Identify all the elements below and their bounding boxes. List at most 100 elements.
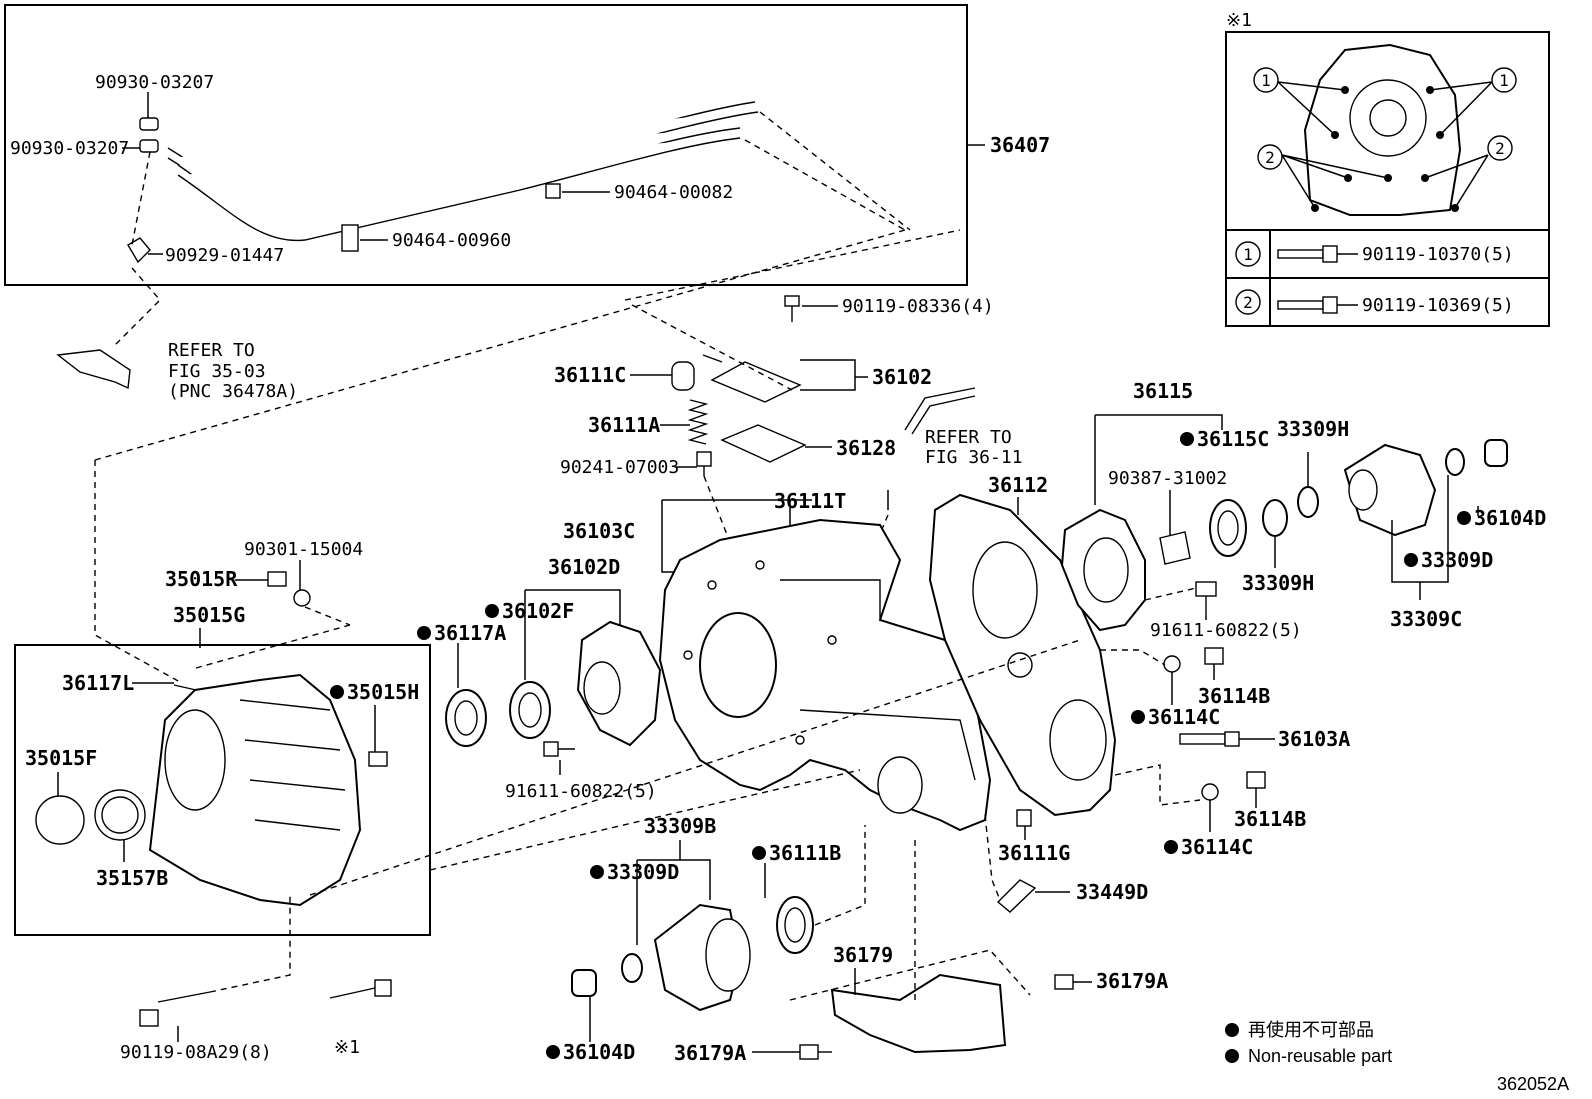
nonreusable-dot-36111B (752, 846, 766, 860)
svg-text:2: 2 (1265, 148, 1275, 167)
bolt-detail-inset (1225, 31, 1550, 327)
nonreusable-dot-33309D-right (1404, 553, 1418, 567)
figure-id: 362052A (1497, 1074, 1569, 1094)
label-36111B: 36111B (769, 841, 841, 865)
front-case-housing (35, 673, 388, 907)
nonreusable-dot-36104D-bottom (546, 1045, 560, 1059)
label-36114B-bottom: 36114B (1234, 807, 1306, 831)
label-36102: 36102 (872, 365, 932, 389)
inset-row2-index: 2 (1235, 289, 1261, 315)
label-36407: 36407 (990, 133, 1050, 157)
case-subassembly-box (14, 644, 431, 936)
bracket-ref-icon (56, 349, 131, 390)
label-90119-08A29: 90119-08A29(8) (120, 1042, 272, 1063)
label-36114C-bottom: 36114C (1181, 835, 1253, 859)
label-36115: 36115 (1133, 379, 1193, 403)
inset-callout-1-right: 1 (1491, 67, 1517, 93)
label-36103C: 36103C (563, 519, 635, 543)
inset-row2-part: 90119-10369(5) (1362, 295, 1514, 316)
label-36128: 36128 (836, 436, 896, 460)
nonreusable-dot-36117A (417, 626, 431, 640)
tube-assembly-box (4, 4, 968, 286)
nonreusable-dot-36114C-bottom (1164, 840, 1178, 854)
nonreusable-dot-36114C-top (1131, 710, 1145, 724)
label-36115C: 36115C (1197, 427, 1269, 451)
label-36111A: 36111A (588, 413, 660, 437)
inset-note-mark: ※1 (1226, 10, 1252, 31)
label-90119-08336: 90119-08336(4) (842, 296, 994, 317)
nonreusable-dot-36104D-right (1457, 511, 1471, 525)
cover-parts (671, 295, 807, 476)
label-33309C: 33309C (1390, 607, 1462, 631)
label-refer-35-03-line2: FIG 35-03 (168, 361, 266, 382)
label-refer-35-03-line3: (PNC 36478A) (168, 381, 298, 402)
label-33309H-top: 33309H (1277, 417, 1349, 441)
label-36104D-bottom: 36104D (563, 1040, 635, 1064)
label-refer-35-03-line1: REFER TO (168, 340, 255, 361)
label-33309B: 33309B (644, 814, 716, 838)
label-33309D-right: 33309D (1421, 548, 1493, 572)
label-36114C-top: 36114C (1148, 705, 1220, 729)
label-35015G: 35015G (173, 603, 245, 627)
label-36114B-top: 36114B (1198, 684, 1270, 708)
label-33309D-bottom: 33309D (607, 860, 679, 884)
label-36102D: 36102D (548, 555, 620, 579)
svg-text:1: 1 (1243, 245, 1253, 264)
label-36117L: 36117L (62, 671, 134, 695)
label-33449D: 33449D (1076, 880, 1148, 904)
svg-text:1: 1 (1499, 71, 1509, 90)
label-note-1-bottom: ※1 (334, 1037, 360, 1058)
label-91611-60822-right: 91611-60822(5) (1150, 620, 1302, 641)
label-36104D-right: 36104D (1474, 506, 1546, 530)
lower-parts (139, 896, 1074, 1060)
legend-text-jp: 再使用不可部品 (1248, 1020, 1374, 1040)
label-90930-03207-a: 90930-03207 (95, 72, 214, 93)
label-90930-03207-b: 90930-03207 (10, 138, 129, 159)
label-refer-36-11-line1: REFER TO (925, 427, 1012, 448)
nonreusable-dot-36115C (1180, 432, 1194, 446)
nonreusable-dot-35015H (330, 685, 344, 699)
legend-text-en: Non-reusable part (1248, 1046, 1392, 1066)
front-case-parts (267, 571, 662, 757)
legend-dot-en (1225, 1049, 1239, 1063)
label-33309H-bottom: 33309H (1242, 571, 1314, 595)
label-36112: 36112 (988, 473, 1048, 497)
inset-callout-2-right: 2 (1487, 135, 1513, 161)
label-36179: 36179 (833, 943, 893, 967)
label-36179A-bottom: 36179A (674, 1041, 746, 1065)
svg-text:2: 2 (1243, 293, 1253, 312)
output-housing (996, 439, 1508, 913)
inset-callout-1-left: 1 (1253, 67, 1279, 93)
nonreusable-dot-33309D-bottom (590, 865, 604, 879)
label-refer-36-11-line2: FIG 36-11 (925, 447, 1023, 468)
label-36103A: 36103A (1278, 727, 1350, 751)
label-35015F: 35015F (25, 746, 97, 770)
label-90929-01447: 90929-01447 (165, 245, 284, 266)
label-36111G: 36111G (998, 841, 1070, 865)
nonreusable-dot-36102F (485, 604, 499, 618)
svg-text:1: 1 (1261, 71, 1271, 90)
label-90464-00960: 90464-00960 (392, 230, 511, 251)
label-35015R: 35015R (165, 567, 238, 591)
label-35015H: 35015H (347, 680, 419, 704)
label-36111C: 36111C (554, 363, 626, 387)
label-36111T: 36111T (774, 489, 846, 513)
oil-tube-assembly (127, 101, 759, 264)
inset-row1-part: 90119-10370(5) (1362, 244, 1514, 265)
label-36102F: 36102F (502, 599, 574, 623)
svg-text:2: 2 (1495, 139, 1505, 158)
label-90241-07003: 90241-07003 (560, 457, 679, 478)
label-36117A: 36117A (434, 621, 506, 645)
inset-case-view (1277, 43, 1493, 314)
label-35157B: 35157B (96, 866, 168, 890)
label-91611-60822-mid: 91611-60822(5) (505, 781, 657, 802)
inset-callout-2-left: 2 (1257, 144, 1283, 170)
inset-row1-index: 1 (1235, 241, 1261, 267)
label-90387-31002: 90387-31002 (1108, 468, 1227, 489)
case-plate (928, 493, 1117, 817)
label-90464-00082: 90464-00082 (614, 182, 733, 203)
label-90301-15004: 90301-15004 (244, 539, 363, 560)
label-36179A-right: 36179A (1096, 969, 1168, 993)
legend-dot-jp (1225, 1023, 1239, 1037)
